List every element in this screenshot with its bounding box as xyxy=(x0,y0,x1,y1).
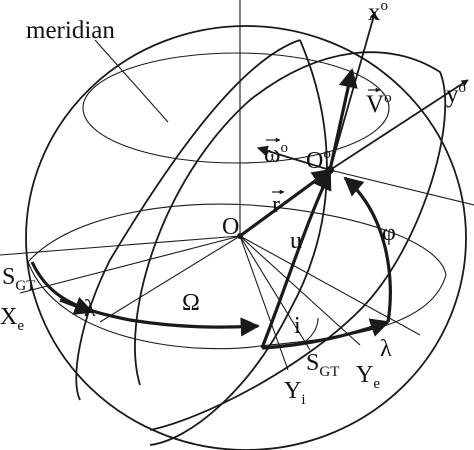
lambda-left-label: λ xyxy=(84,296,96,322)
orbit-ellipse xyxy=(134,51,447,431)
xe-axis xyxy=(0,235,241,256)
sgt-bottom-label: SGT xyxy=(306,350,339,380)
center-point xyxy=(237,233,243,239)
z0-axis xyxy=(329,169,474,206)
equator-ellipse-upper xyxy=(27,203,447,276)
xe-label: Xe xyxy=(0,304,24,334)
lambda-right-label: λ xyxy=(380,336,392,362)
yi-label: Yi xyxy=(284,378,306,408)
latitude-arc xyxy=(343,176,392,323)
y0-label: yo xyxy=(446,80,466,108)
inclination-label: i xyxy=(294,313,301,339)
meridian-label: meridian xyxy=(26,17,115,44)
lambda-left-line xyxy=(99,235,241,323)
meridian-arc-left xyxy=(75,39,301,401)
ye-label: Ye xyxy=(356,362,380,392)
meridian-callout-line xyxy=(94,39,169,123)
sphere-outline xyxy=(25,25,467,450)
omega-vector xyxy=(256,145,331,171)
yi-axis xyxy=(239,235,289,371)
lambda-left-arrow xyxy=(59,296,94,315)
equator-lambda-arc xyxy=(261,318,390,350)
latitude-label: φ xyxy=(382,220,396,246)
omega-label: ωo xyxy=(264,137,288,168)
meridian-circle xyxy=(149,39,328,446)
velocity-vector xyxy=(328,68,358,171)
latitude-parallel xyxy=(82,52,390,164)
satellite-origin-label: Oo xyxy=(306,146,331,174)
svg-text:r: r xyxy=(272,192,280,218)
sgt-left-line xyxy=(19,235,241,294)
sgt-bottom-line xyxy=(239,235,311,351)
inclination-arc xyxy=(299,317,319,346)
svg-text:ωo: ωo xyxy=(264,140,288,168)
radius-label: r xyxy=(272,189,285,218)
x0-label: xo xyxy=(368,0,388,26)
satellite-point xyxy=(326,166,334,174)
svg-text:Vo: Vo xyxy=(366,90,392,118)
arg-latitude-label: u xyxy=(290,228,302,254)
equator-ellipse-lower xyxy=(27,261,447,350)
lambda-right-line xyxy=(239,235,421,336)
center-label: O xyxy=(222,214,239,240)
x0-axis xyxy=(329,11,377,171)
arg-latitude-arc xyxy=(260,170,332,349)
node-longitude-arc xyxy=(30,261,260,337)
sgt-left-label: SGT xyxy=(2,264,35,294)
ye-axis xyxy=(239,235,361,346)
velocity-label: Vo xyxy=(366,87,392,118)
y0-axis xyxy=(329,79,469,171)
node-longitude-label: Ω xyxy=(182,290,200,316)
